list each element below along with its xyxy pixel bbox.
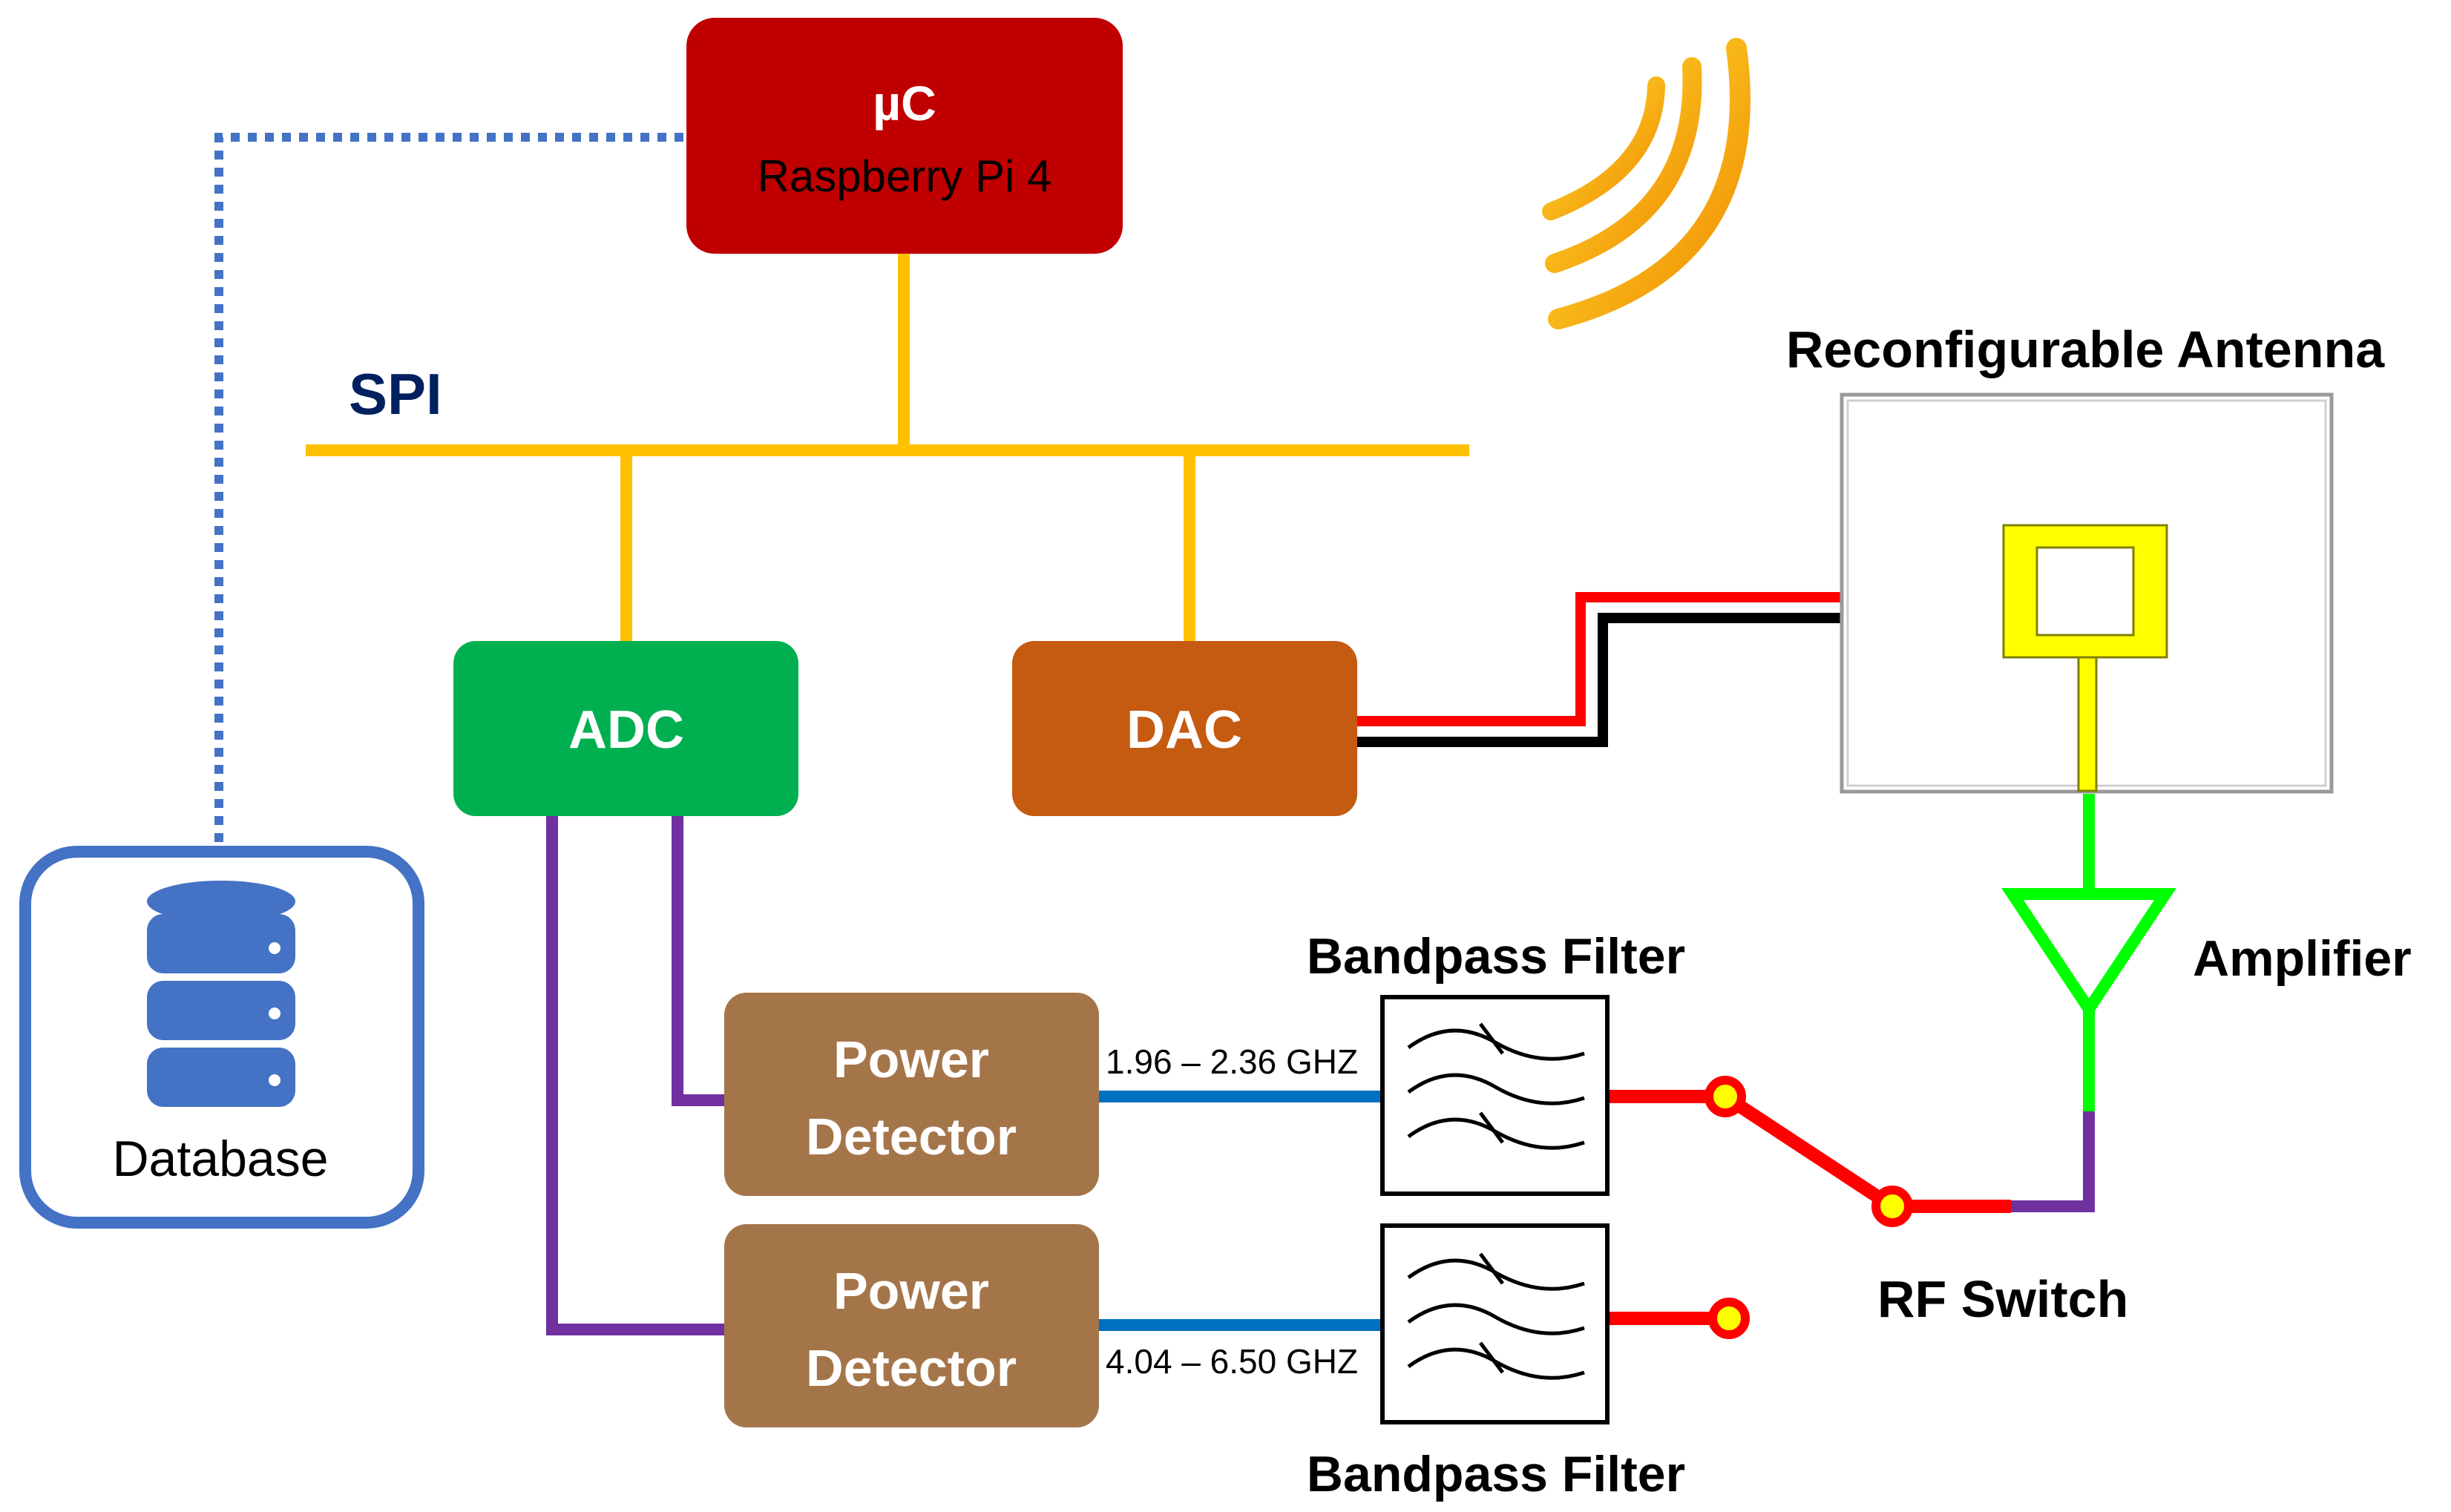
power-detector-2: Power Detector [724, 1224, 1099, 1427]
filter-symbol-icon [1407, 1022, 1585, 1150]
power-detector-1-line2: Detector [806, 1108, 1017, 1166]
bandpass-filter-2 [1380, 1223, 1610, 1424]
rf-detector-lines [1098, 1091, 1382, 1331]
dac-label: DAC [1126, 700, 1242, 760]
band-label-1: 1.96 – 2.36 GHZ [1106, 1042, 1358, 1081]
database-block: Database [19, 846, 424, 1229]
adc-detector-lines [546, 815, 726, 1335]
power-detector-2-line2: Detector [806, 1339, 1017, 1397]
antenna-label: Reconfigurable Antenna [1786, 321, 2385, 378]
spi-label: SPI [349, 361, 442, 427]
spi-bus [306, 252, 1469, 645]
dac-antenna-lines [1356, 592, 1844, 747]
reconfigurable-antenna [1840, 392, 2334, 794]
amplifier [2001, 794, 2176, 1111]
rf-switch-contacts [1704, 1076, 1913, 1339]
power-detector-1-line1: Power [833, 1031, 989, 1088]
bandpass-filter-1 [1380, 995, 1610, 1196]
adc-block: ADC [453, 641, 798, 816]
dac-block: DAC [1012, 641, 1357, 816]
bandpass-filter-1-label: Bandpass Filter [1307, 928, 1685, 985]
rf-switch-label: RF Switch [1877, 1270, 2128, 1328]
filter-symbol-icon [1407, 1252, 1585, 1380]
switch-amplifier-line [2011, 1105, 2095, 1212]
mcu-title: µC [873, 76, 936, 131]
database-label: Database [112, 1131, 328, 1187]
mcu-subtitle: Raspberry Pi 4 [758, 151, 1052, 201]
power-detector-1: Power Detector [724, 993, 1099, 1196]
amplifier-label: Amplifier [2193, 930, 2412, 987]
band-label-2: 4.04 – 6.50 GHZ [1106, 1342, 1358, 1381]
adc-label: ADC [568, 700, 684, 760]
bandpass-filter-2-label: Bandpass Filter [1307, 1446, 1685, 1502]
mcu-block: µC Raspberry Pi 4 [686, 18, 1123, 254]
database-link [214, 133, 684, 842]
wireless-signal-icon [1542, 38, 1751, 329]
power-detector-2-line1: Power [833, 1262, 989, 1320]
database-icon [147, 881, 295, 1107]
